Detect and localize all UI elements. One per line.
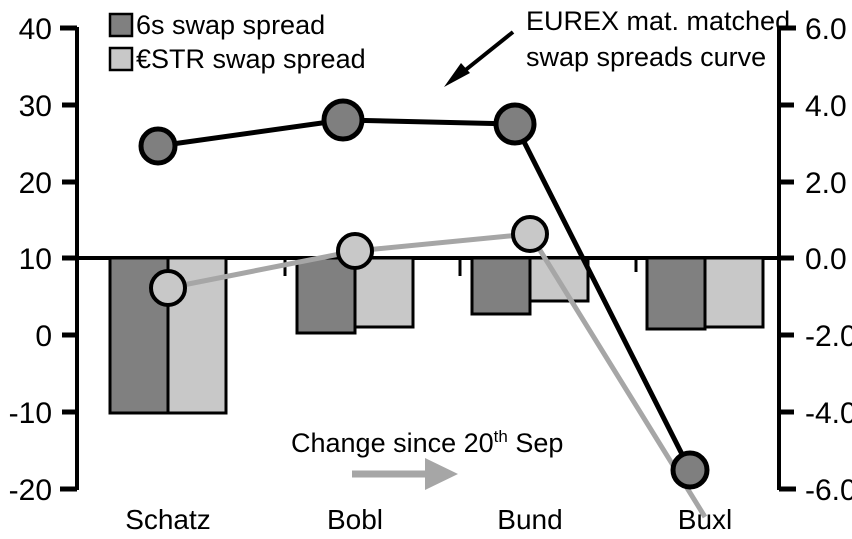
eurex-marker-bobl[interactable]	[321, 98, 365, 142]
left-tick-label-neg10: -10	[9, 397, 52, 430]
eurex-marker-schatz[interactable]	[138, 126, 178, 166]
annotation-change-text: Change since 20th Sep	[291, 427, 563, 458]
left-tick-label-40: 40	[19, 13, 52, 46]
annotation-change-sup: th	[494, 427, 508, 446]
category-label-bund: Bund	[497, 504, 562, 535]
change-line-path	[167, 231, 708, 519]
eurex-line-path	[157, 117, 693, 472]
change-marker-bobl[interactable]	[336, 232, 374, 270]
right-tick-label-2: 2.0	[805, 167, 847, 200]
left-tick-label-10: 10	[19, 243, 52, 276]
left-tick-label-30: 30	[19, 90, 52, 123]
right-tick-label-6: 6.0	[805, 13, 847, 46]
left-axis: 40 30 20 10 0 -10 -20	[9, 13, 79, 507]
category-labels: Schatz Bobl Bund Buxl	[125, 504, 732, 535]
legend: 6s swap spread €STR swap spread	[108, 10, 366, 74]
left-tick-label-0: 0	[35, 320, 52, 353]
annotation-change-tail: Sep	[508, 428, 564, 458]
legend-item-6s[interactable]: 6s swap spread	[108, 10, 325, 40]
annotation-eurex-callout: EUREX mat. matched swap spreads curve	[444, 6, 790, 87]
right-tick-label-neg4: -4.0	[805, 397, 852, 430]
bar-6s-buxl[interactable]	[645, 256, 707, 331]
legend-swatch-6s	[108, 12, 134, 38]
legend-item-estr[interactable]: €STR swap spread	[108, 44, 366, 74]
left-tick-label-20: 20	[19, 167, 52, 200]
right-axis: 6.0 4.0 2.0 0.0 -2.0 -4.0 -6.0	[777, 13, 852, 507]
bar-6s-bund[interactable]	[470, 256, 532, 316]
series-change-since-sep	[149, 215, 708, 519]
annotation-eurex-line2: swap spreads curve	[526, 42, 766, 72]
annotation-eurex-line1: EUREX mat. matched	[526, 6, 790, 36]
right-tick-label-0: 0.0	[805, 243, 847, 276]
legend-swatch-estr	[108, 46, 134, 72]
bar-group-bobl	[295, 256, 415, 335]
bar-group-buxl	[645, 256, 765, 331]
annotation-change-main: Change since 20	[291, 428, 494, 458]
legend-label-estr: €STR swap spread	[136, 44, 366, 74]
bar-estr-bobl[interactable]	[353, 256, 415, 329]
right-tick-label-neg2: -2.0	[805, 320, 852, 353]
category-label-bobl: Bobl	[327, 504, 383, 535]
eurex-marker-buxl[interactable]	[670, 450, 710, 490]
annotation-eurex-arrow-icon	[444, 30, 515, 87]
category-label-schatz: Schatz	[125, 504, 211, 535]
right-tick-label-neg6: -6.0	[805, 474, 852, 507]
legend-label-6s: 6s swap spread	[136, 10, 325, 40]
right-tick-label-4: 4.0	[805, 90, 847, 123]
change-marker-bund[interactable]	[511, 215, 549, 253]
bar-6s-bobl[interactable]	[295, 256, 357, 335]
annotation-change-callout: Change since 20th Sep	[291, 427, 563, 490]
eurex-marker-bund[interactable]	[493, 102, 537, 146]
left-tick-label-neg20: -20	[9, 474, 52, 507]
change-marker-schatz[interactable]	[149, 269, 187, 307]
annotation-change-arrow-icon	[352, 458, 458, 490]
series-eurex-curve	[138, 98, 710, 490]
bar-estr-buxl[interactable]	[703, 256, 765, 329]
category-label-buxl: Buxl	[678, 504, 732, 535]
